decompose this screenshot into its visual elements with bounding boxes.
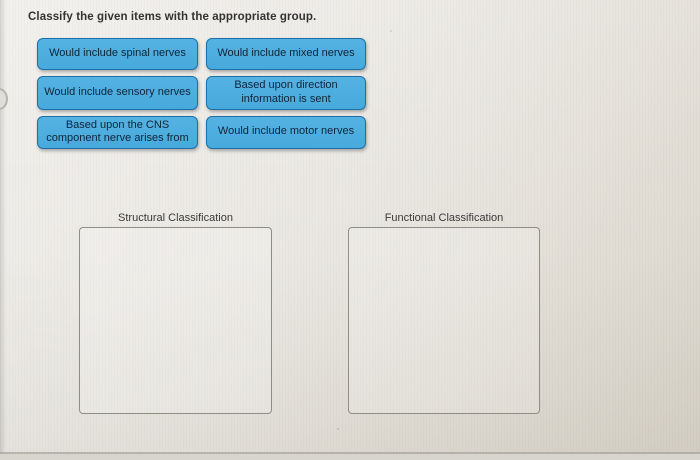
screen-bottom-edge	[0, 452, 700, 454]
bin-structural: Structural Classification	[79, 212, 272, 414]
dust-speck	[337, 428, 339, 430]
chip-direction-information[interactable]: Based upon direction information is sent	[206, 76, 366, 110]
chip-spinal-nerves[interactable]: Would include spinal nerves	[37, 38, 198, 70]
chip-grid: Would include spinal nerves Would includ…	[37, 38, 366, 149]
bin-functional: Functional Classification	[348, 212, 540, 414]
screen-edge-artifact	[0, 88, 8, 110]
screen-bottom-strip	[0, 454, 700, 460]
chip-motor-nerves[interactable]: Would include motor nerves	[206, 115, 366, 149]
chip-mixed-nerves[interactable]: Would include mixed nerves	[206, 38, 366, 70]
bin-functional-label: Functional Classification	[384, 212, 504, 224]
chip-sensory-nerves[interactable]: Would include sensory nerves	[37, 76, 198, 110]
question-title: Classify the given items with the approp…	[28, 11, 317, 23]
dropzone-structural[interactable]	[79, 227, 272, 414]
bin-structural-label: Structural Classification	[118, 212, 233, 224]
chip-cns-component[interactable]: Based upon the CNS component nerve arise…	[37, 115, 198, 149]
dropzone-functional[interactable]	[348, 227, 540, 414]
dust-speck	[390, 30, 392, 32]
